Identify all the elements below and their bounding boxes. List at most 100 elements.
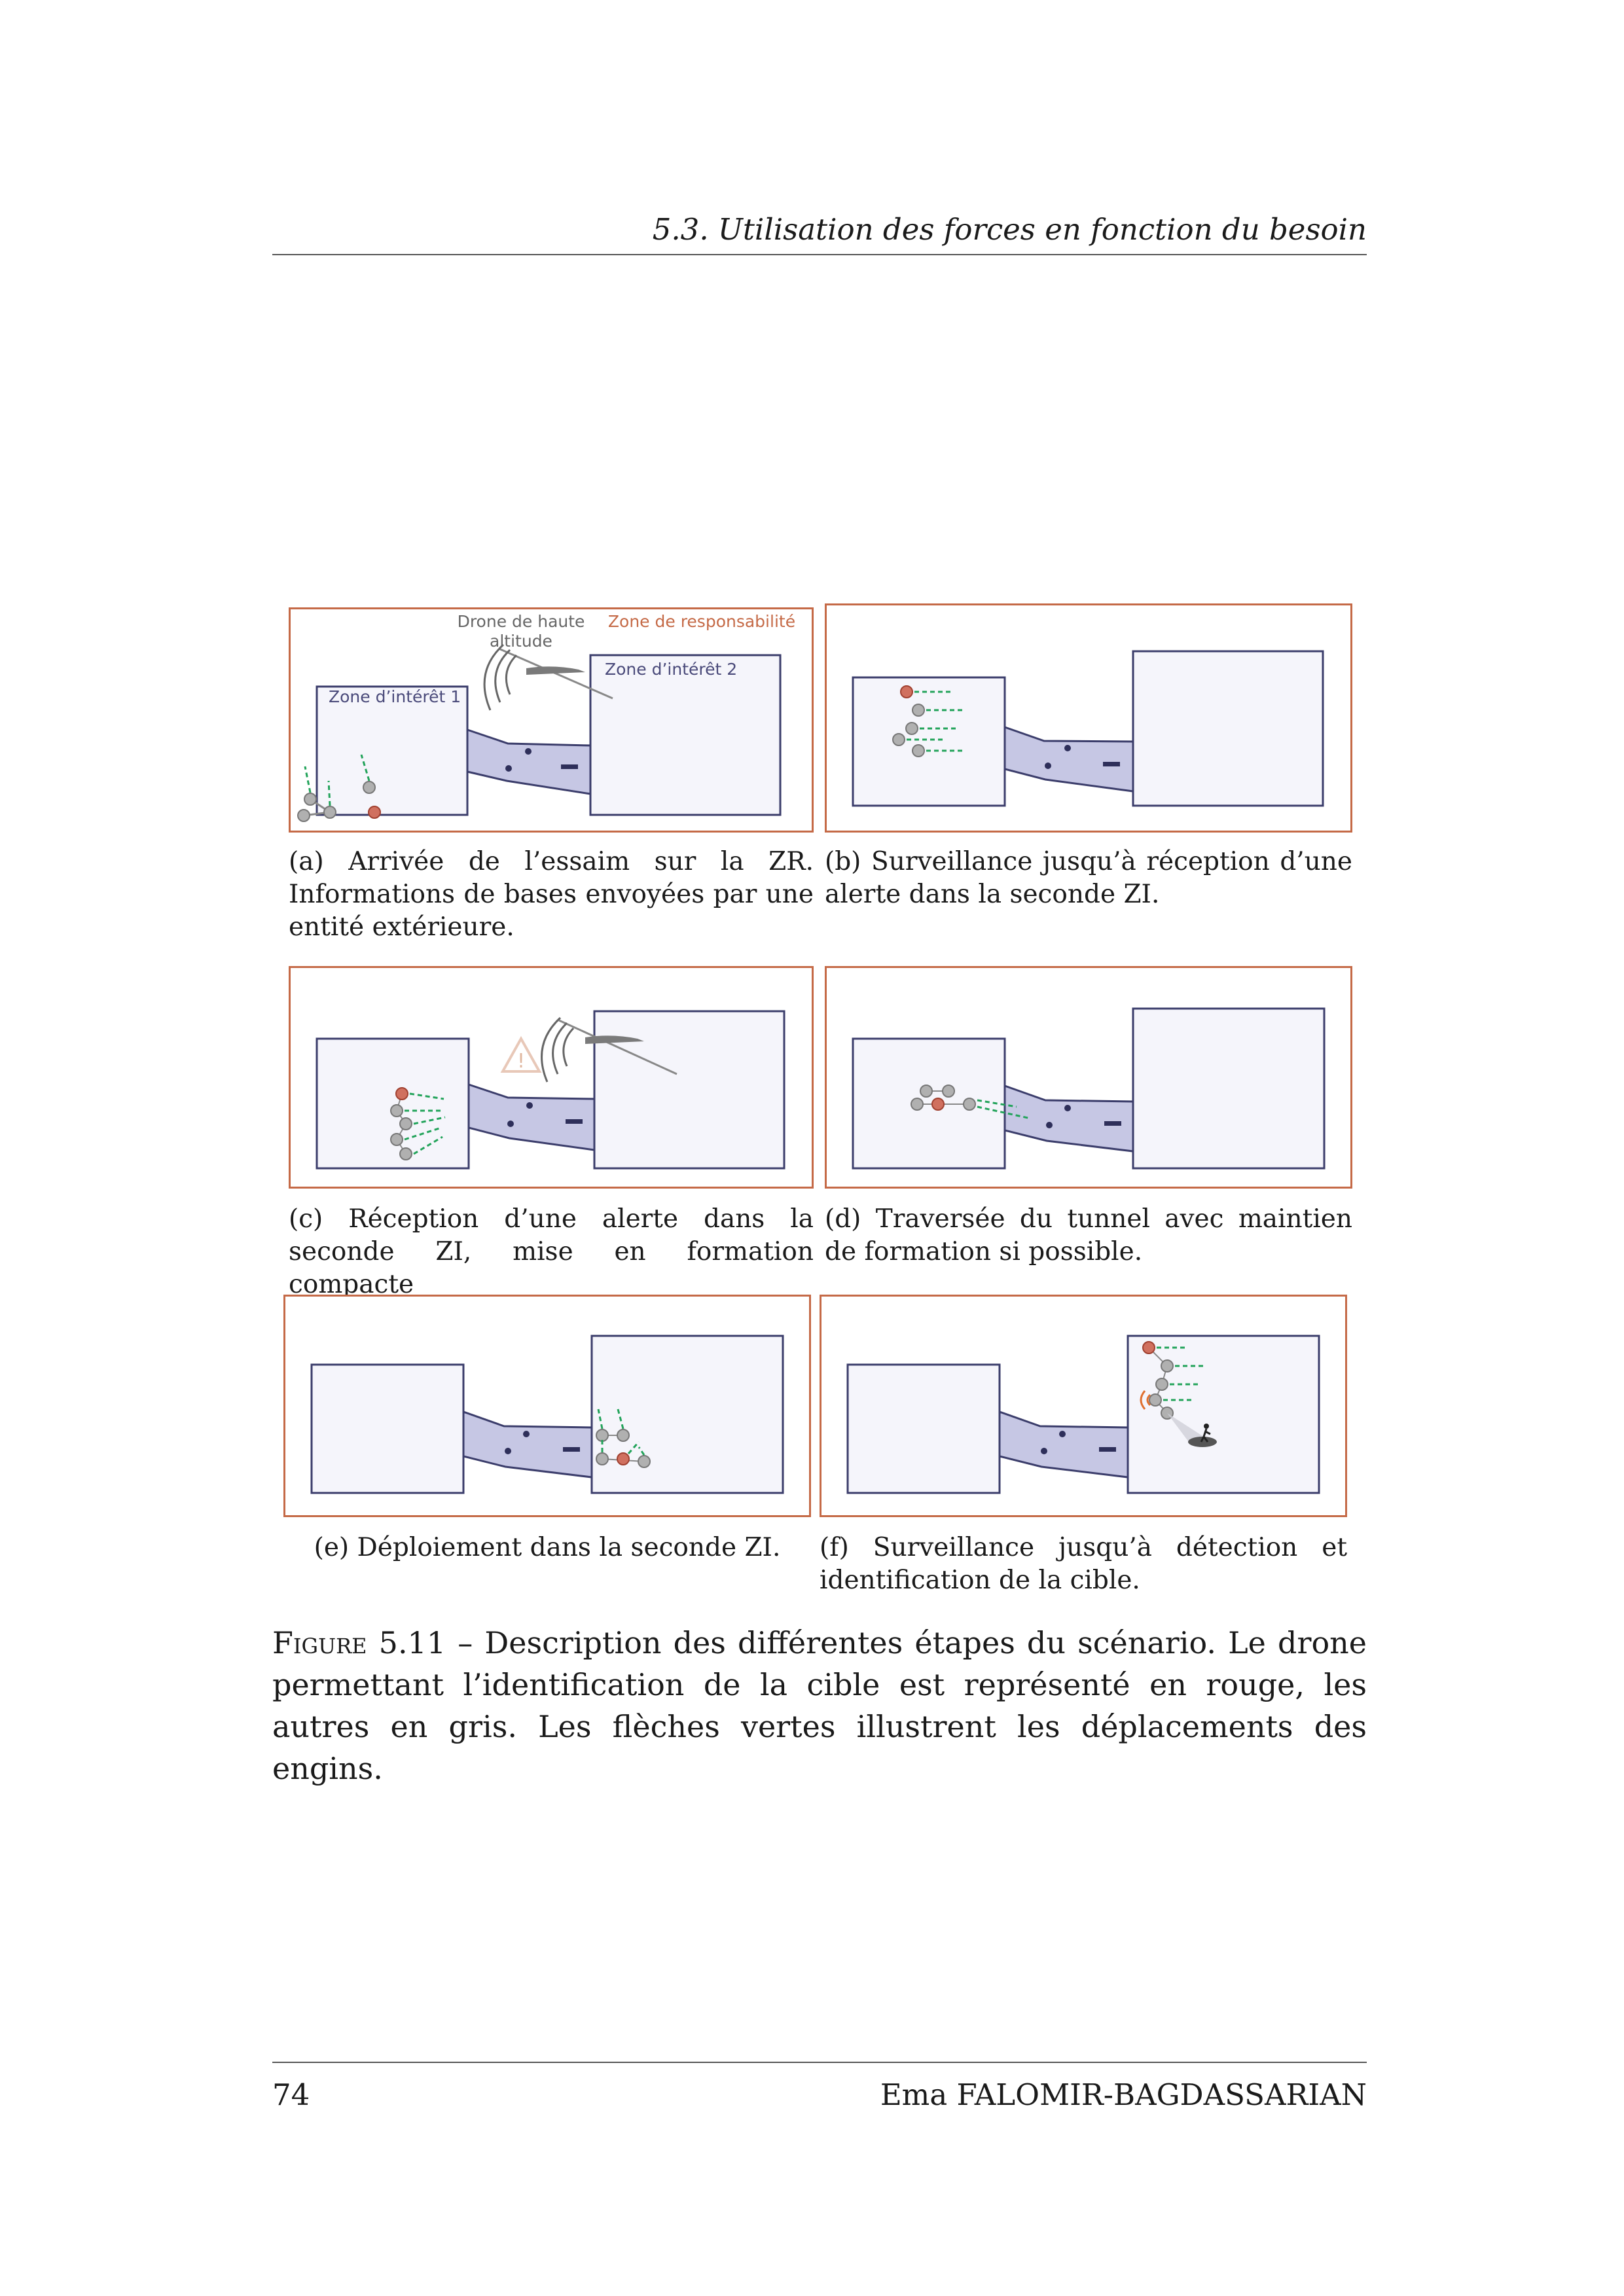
zone-interet-2 [590,1335,784,1494]
drone-grey-icon [617,1429,630,1442]
zone-interet-1 [310,1363,465,1494]
drone-grey-icon [596,1452,609,1465]
page-footer: 74 Ema FALOMIR-BAGDASSARIAN [272,2062,1367,2112]
panel-b-diagram [852,650,1324,807]
tunnel-dot [523,1431,530,1437]
tunnel-dot [505,765,512,772]
drone-grey-icon [390,1104,403,1117]
caption-c: (c) Réception d’une alerte dans la secon… [289,1204,814,1299]
panel-d-diagram [852,1007,1326,1170]
tunnel [462,1410,593,1479]
sensor-beam-icon [1167,1413,1208,1444]
arrow-green-icon [413,1136,443,1155]
drone-grey-icon [1149,1393,1162,1407]
tunnel-bar [563,1447,580,1452]
tunnel-dot [1041,1448,1047,1454]
figure-label: Figure 5.11 [272,1625,446,1660]
tunnel-dot [505,1448,511,1454]
tunnel-dot [1059,1431,1066,1437]
label-drone-line1: Drone de haute [458,612,585,631]
arrow-green-icon [597,1408,604,1429]
drone-grey-icon [920,1085,933,1098]
caption-e: (e) Déploiement dans la seconde ZI. [314,1533,781,1562]
zone-interet-2 [589,654,782,816]
tunnel [467,1083,596,1151]
swarm-group [297,754,381,822]
caption-b: (b) Surveillance jusqu’à réception d’une… [825,847,1352,909]
arrow-green-icon [977,1105,1032,1120]
caption-f: (f) Surveillance jusqu’à détection et id… [820,1533,1347,1595]
warning-icon: ! [500,1035,542,1073]
tunnel-dot [525,748,532,755]
panel-c: ! [289,966,814,1189]
tunnel-bar [561,764,578,769]
zone-interet-1 [846,1363,1001,1494]
drone-grey-icon [892,733,905,746]
label-zone-interet-1: Zone d’intérêt 1 [329,687,461,706]
tunnel [466,728,592,795]
drone-red-icon [395,1087,408,1100]
drone-grey-icon [1161,1359,1174,1372]
drone-grey-icon [596,1429,609,1442]
panel-a-diagram: Drone de haute altitude Zone de responsa… [297,612,795,822]
zone-interet-1 [852,676,1006,807]
drone-red-icon [368,806,381,819]
zone-interet-2 [1127,1335,1320,1494]
arrow-green-icon [304,766,312,793]
tunnel [1003,725,1134,793]
swarm-group [1140,1341,1217,1447]
drone-grey-icon [399,1117,412,1130]
arrow-green-icon [638,1446,645,1456]
tunnel-dot [526,1102,533,1109]
running-title: 5.3. Utilisation des forces en fonction … [652,212,1367,247]
figure-caption: Figure 5.11 – Description des différente… [272,1622,1367,1789]
figure-text: – Description des différentes étapes du … [272,1625,1367,1786]
drone-grey-icon [911,1098,924,1111]
drone-grey-icon [399,1147,412,1160]
panel-b [825,603,1352,833]
drone-grey-icon [304,793,317,806]
panel-e-diagram [310,1335,784,1494]
swarm-group [892,685,963,757]
drone-grey-icon [912,704,925,717]
tunnel [998,1410,1129,1479]
tunnel-bar [1103,762,1120,766]
tunnel [1003,1084,1134,1153]
panel-e [283,1295,811,1517]
arrow-green-icon [360,754,370,781]
tunnel-bar [1099,1447,1116,1452]
arrow-green-icon [413,1116,446,1125]
tunnel-bar [566,1119,583,1124]
drone-grey-icon [390,1133,403,1146]
zone-interet-1 [316,685,469,816]
arrow-green-icon [404,1126,442,1141]
arrow-green-icon [627,1441,640,1454]
panel-a: Drone de haute altitude Zone de responsa… [289,607,814,833]
tunnel-dot [507,1121,514,1127]
panel-d [825,966,1352,1189]
tunnel-bar [1104,1121,1121,1126]
drone-red-icon [931,1098,945,1111]
drone-red-icon [617,1452,630,1465]
page-header: 5.3. Utilisation des forces en fonction … [272,208,1367,255]
zone-interet-2 [1132,650,1324,807]
drone-red-icon [1142,1341,1155,1354]
swarm-group [390,1087,446,1160]
label-zone-responsabilite: Zone de responsabilité [608,612,795,631]
signal-waves-icon [1146,1393,1151,1407]
tunnel-dot [1064,1105,1071,1111]
panel-f-diagram [846,1335,1320,1494]
swarm-group [911,1085,1032,1120]
drone-grey-icon [363,781,376,794]
page-number: 74 [272,2077,310,2112]
tunnel-dot [1064,745,1071,751]
drone-grey-icon [905,722,918,735]
panel-c-diagram: ! [316,1010,785,1170]
drone-grey-icon [1155,1378,1168,1391]
arrow-green-icon [327,780,331,806]
drone-grey-icon [638,1455,651,1468]
swarm-group [596,1408,651,1468]
tunnel-dot [1046,1122,1053,1128]
zone-interet-2 [1132,1007,1326,1170]
zone-interet-1 [316,1037,470,1170]
